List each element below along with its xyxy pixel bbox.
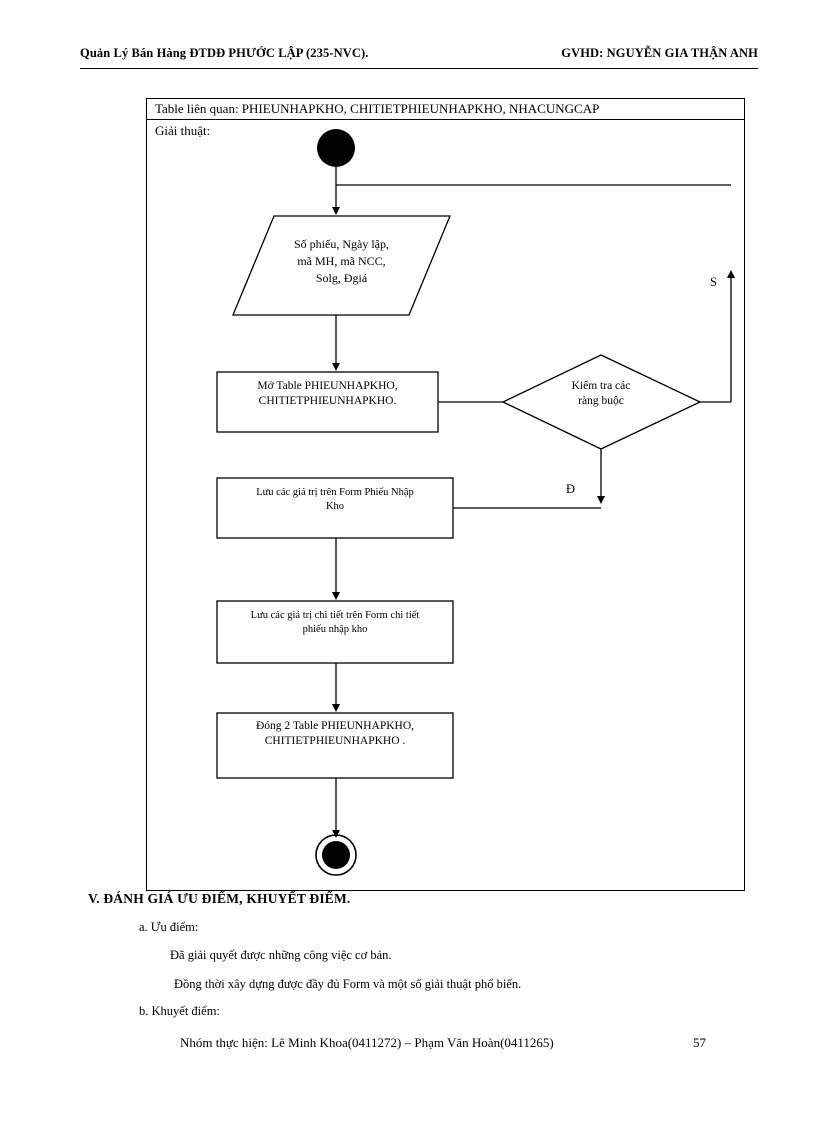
save-detail-text: Lưu các giá trị chi tiết trên Form chi t… [250,610,420,635]
section-item-advantages: a. Ưu điểm: [139,920,199,934]
branch-label-false: S [710,275,717,289]
page-footer: Nhóm thực hiện: Lê Minh Khoa(0411272) – … [180,1035,740,1055]
header-right-text: GVHD: NGUYỄN GIA THẬN ANH [561,46,758,60]
section-item-advantage-2: Đồng thời xây dựng được đầy đủ Form và m… [174,977,522,991]
process-box-save-form [216,477,454,539]
section-item-advantage-1: Đã giải quyết được những công việc cơ bả… [170,948,392,962]
footer-page-number: 57 [693,1035,706,1050]
end-node-core [322,841,350,869]
page-header: Quản Lý Bán Hàng ĐTDĐ PHƯỚC LẬP (235-NVC… [80,46,758,69]
diagram-frame: Table liên quan: PHIEUNHAPKHO, CHITIETPH… [146,98,745,891]
section-heading: V. ĐÁNH GIÁ ƯU ĐIỂM, KHUYẾT ĐIỂM. [88,891,351,906]
open-tables-text: Mở Table PHIEUNHAPKHO, CHITIETPHIEUNHAPK… [257,380,398,407]
save-form-text: Lưu các giá trị trên Form Phiếu Nhập Kho [256,487,414,512]
algorithm-label: Giải thuật: [155,123,211,138]
footer-authors: Nhóm thực hiện: Lê Minh Khoa(0411272) – … [180,1035,554,1050]
start-node [317,129,355,167]
end-node-ring [315,834,357,876]
header-left-text: Quản Lý Bán Hàng ĐTDĐ PHƯỚC LẬP (235-NVC… [80,46,369,60]
decision-text: Kiểm tra các ràng buộc [571,380,631,407]
branch-label-true: Đ [566,482,576,496]
process-box-close-tables [216,712,454,779]
input-parallelogram [232,215,451,316]
related-tables-text: Table liên quan: PHIEUNHAPKHO, CHITIETPH… [155,101,600,116]
section-item-disadvantages: b. Khuyết điểm: [139,1004,220,1018]
process-box-save-detail [216,600,454,664]
related-tables-row: Table liên quan: PHIEUNHAPKHO, CHITIETPH… [147,99,744,120]
input-node-text: Số phiếu, Ngày lập, mã MH, mã NCC, Solg,… [294,237,389,285]
close-tables-text: Đóng 2 Table PHIEUNHAPKHO, CHITIETPHIEUN… [255,720,415,747]
